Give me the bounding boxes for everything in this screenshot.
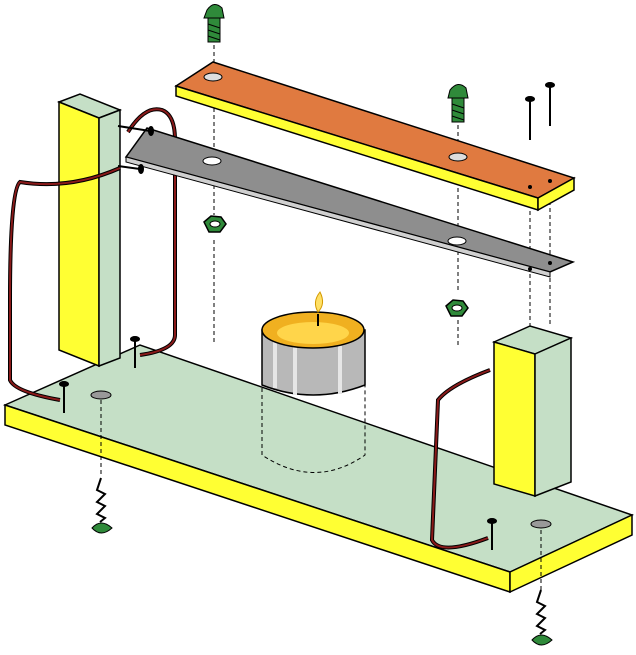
candle-icon	[261, 291, 366, 396]
base-hole-right	[530, 519, 552, 529]
nail-icon	[130, 336, 140, 368]
wire-left	[8, 107, 177, 402]
screw-icon	[91, 477, 113, 534]
nail-icon	[59, 381, 69, 413]
nail-icon	[487, 518, 497, 550]
nail-icon	[117, 164, 144, 174]
wire-right	[429, 368, 491, 550]
left-post-front	[58, 100, 100, 368]
copper-strip	[174, 61, 576, 212]
copper-strip-end	[537, 176, 575, 212]
left-post	[56, 93, 123, 368]
screw-icon	[203, 4, 225, 43]
steel-strip	[124, 127, 576, 278]
nail-icon	[117, 125, 154, 136]
copper-hole-right	[448, 152, 468, 162]
screw-icon	[447, 84, 469, 123]
flame-icon	[314, 291, 324, 313]
right-post-side	[534, 336, 572, 498]
copper-hole-left	[203, 72, 223, 82]
nail-icon	[545, 82, 555, 126]
left-post-side	[98, 108, 121, 368]
base-board	[2, 344, 634, 594]
right-post-front	[493, 340, 536, 498]
copper-strip-front	[175, 84, 539, 212]
base-hole-left	[90, 390, 112, 400]
steel-strip-edge	[125, 156, 551, 278]
nail-icon	[525, 96, 535, 140]
screw-icon	[531, 589, 553, 646]
steel-hole-right	[447, 236, 467, 246]
steel-hole-left	[202, 156, 222, 166]
nut-icon	[203, 215, 227, 233]
nut-icon	[445, 299, 469, 317]
right-post	[491, 325, 574, 498]
